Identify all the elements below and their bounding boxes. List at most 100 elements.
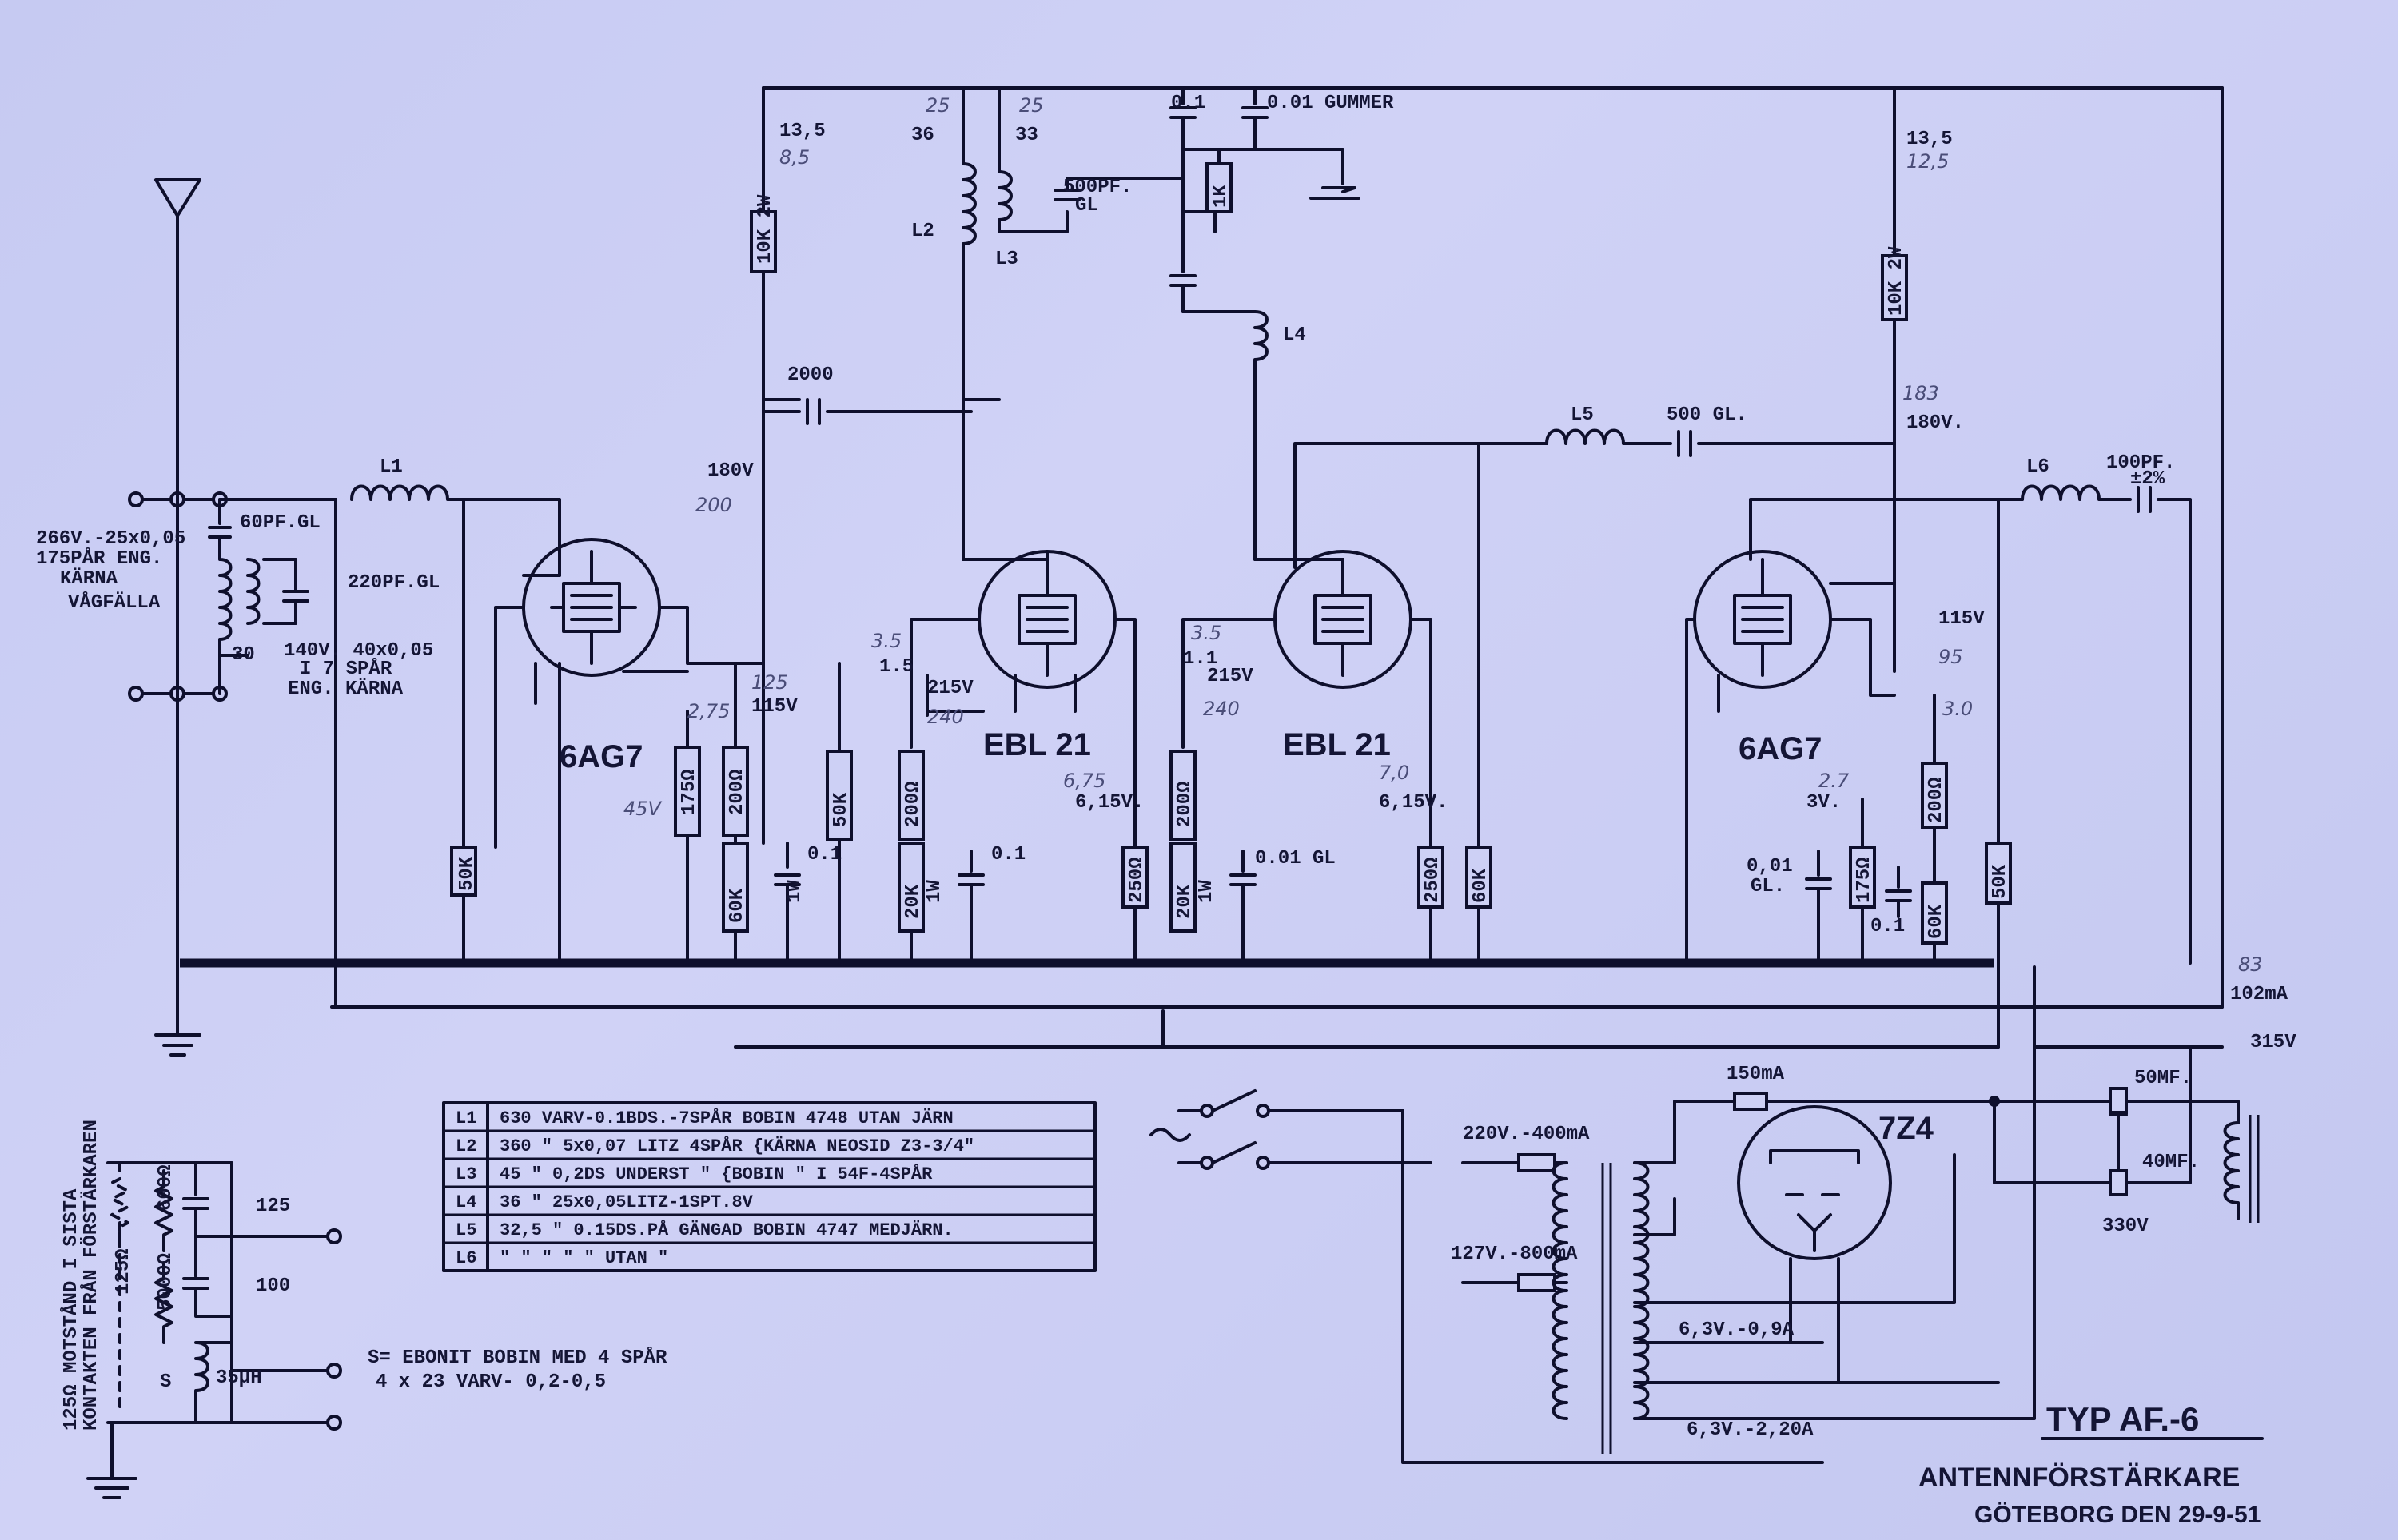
resistor-200-c [1169, 750, 1197, 841]
label-gl: GL [1075, 195, 1098, 217]
coil-L3 [998, 170, 1185, 233]
label-h1: 6,3V.-0,9A [1679, 1319, 1795, 1341]
label-coil-row-1: L2 [456, 1136, 476, 1156]
label-v-180a: 180V [707, 460, 754, 482]
label-date-line: GÖTEBORG DEN 29-9-51 [1974, 1502, 2261, 1528]
label-trap-3: ENG. KÄRNA [288, 678, 404, 700]
label-input-note-2: 175PÅR ENG. [36, 547, 162, 570]
label-r-10k-2w: 10K 2W [755, 194, 776, 264]
label-t2: EBL 21 [1283, 727, 1391, 762]
label-L3: L3 [995, 249, 1018, 270]
label-inset-note-2: KONTAKTEN FRÅN FÖRSTÄRKAREN [80, 1120, 102, 1431]
transformer-primary [1552, 1161, 1568, 1420]
label-c-40mf: 40MF. [2142, 1152, 2200, 1173]
label-v-115a: 115V [751, 696, 798, 718]
label-r-175: 175Ω [679, 769, 700, 815]
label-pen-25b: 25 [1019, 94, 1044, 117]
fuse-150ma [1733, 1092, 1768, 1111]
label-L2: L2 [911, 221, 934, 242]
label-pen-675: 6,75 [1063, 770, 1105, 792]
label-v-15: 1.5 [879, 656, 914, 678]
resistor-175-b [1849, 846, 1876, 909]
label-trap-1: 140V. 40x0,05 [284, 640, 433, 662]
label-L5: L5 [1571, 404, 1594, 426]
label-subtitle: ANTENNFÖRSTÄRKARE [1918, 1462, 2240, 1493]
label-r-50k: 50K [456, 856, 478, 891]
label-coil-spec-5: " " " " " UTAN " [500, 1248, 668, 1268]
label-r-20k: 20K [1174, 884, 1196, 919]
label-c-01: 0.1 [1171, 93, 1205, 114]
label-v-215a: 215V [927, 678, 974, 699]
label-L6: L6 [2026, 456, 2049, 478]
label-s-note-2: 4 x 23 VARV- 0,2-0,5 [376, 1371, 606, 1393]
resistor-50k-b [826, 750, 853, 841]
fuse-220v [1517, 1153, 1556, 1172]
resistor-20k-a [898, 842, 925, 933]
label-pen-85: 8,5 [779, 146, 810, 169]
label-c-220pf: 220PF.GL [348, 572, 440, 594]
resistor-175-a [674, 746, 701, 837]
label-r-1w: 1W [1196, 880, 1217, 903]
resistor-20k-b [1169, 842, 1197, 933]
label-coil-spec-3: 36 " 25x0,05LITZ-1SPT.8V [500, 1192, 754, 1212]
label-v-315: 315V [2250, 1032, 2296, 1053]
label-trap-2: I 7 SPÅR [300, 658, 392, 680]
label-pen-35a: 3.5 [871, 630, 902, 652]
label-v-215b: 215V [1207, 666, 1253, 687]
label-inset-s: S [160, 1371, 171, 1393]
label-pen-45v: 45V [623, 798, 663, 820]
label-c-500pf: 500PF. [1063, 177, 1132, 198]
label-inset-600: 600Ω [155, 1164, 177, 1211]
label-r-1w: 1W [924, 880, 946, 903]
label-r-10k-2w: 10K 2W [1886, 246, 1907, 316]
label-pen-25a: 25 [926, 94, 950, 117]
label-c-001gl2: 0,01 [1747, 856, 1793, 877]
label-pen-35b: 3.5 [1191, 622, 1221, 644]
label-t3: 6AG7 [1739, 731, 1822, 766]
capacitor-50mf [2109, 1087, 2128, 1114]
label-l2-36: 36 [911, 125, 934, 146]
label-c-100pf: 100PF. [2106, 452, 2175, 474]
resistor-200-b [898, 750, 925, 841]
tube-6ag7-2 [1693, 550, 1832, 689]
label-coil-row-2: L3 [456, 1164, 476, 1184]
label-l3-33: 33 [1015, 125, 1038, 146]
resistor-1k [1205, 162, 1233, 213]
label-fuse-127: 127V.-800mA [1451, 1244, 1578, 1265]
label-pen-240a: 240 [927, 706, 964, 728]
label-coil-row-0: L1 [456, 1108, 476, 1128]
label-r-60k: 60K [727, 888, 748, 923]
label-L1: L1 [380, 456, 403, 478]
ground-symbol-antenna [154, 1033, 201, 1057]
label-c-001g: 0.01 GUMMER [1267, 93, 1394, 114]
label-tol: ±2% [2130, 468, 2165, 490]
inset-filter [86, 1161, 342, 1499]
label-t4: 7Z4 [1878, 1111, 1934, 1146]
label-fuse-220: 220V.-400mA [1463, 1124, 1590, 1145]
resistor-10k-b [1881, 254, 1908, 321]
label-pen-275: 2,75 [687, 700, 730, 722]
label-inset-note-1: 125Ω MOTSTÅND I SISTA [60, 1188, 82, 1431]
label-r-20k: 20K [902, 884, 924, 919]
tube-ebl21-1 [978, 550, 1117, 689]
ac-symbol [1149, 1128, 1191, 1142]
coil-table-frame [442, 1101, 1097, 1272]
label-pen-30: 3.0 [1942, 698, 1973, 720]
label-inset-125ohm: 125Ω [113, 1248, 134, 1295]
label-input-tap: 30 [232, 644, 255, 666]
label-input-note-4: VÅGFÄLLA [68, 591, 161, 614]
label-gl2: GL. [1751, 876, 1785, 897]
label-v-615b: 6,15V. [1379, 792, 1448, 814]
label-fuse-150: 150mA [1727, 1064, 1785, 1085]
label-r-50k: 50K [1990, 864, 2011, 899]
label-r-200: 200Ω [1174, 781, 1196, 827]
filter-choke [2223, 1121, 2240, 1220]
label-pen-83: 83 [2238, 953, 2263, 976]
label-pen-27: 2.7 [1818, 770, 1850, 792]
tube-7z4 [1737, 1105, 1892, 1384]
label-L4: L4 [1283, 324, 1306, 346]
label-c-50mf: 50MF. [2134, 1068, 2192, 1089]
resistor-50k-c [1985, 842, 2012, 905]
